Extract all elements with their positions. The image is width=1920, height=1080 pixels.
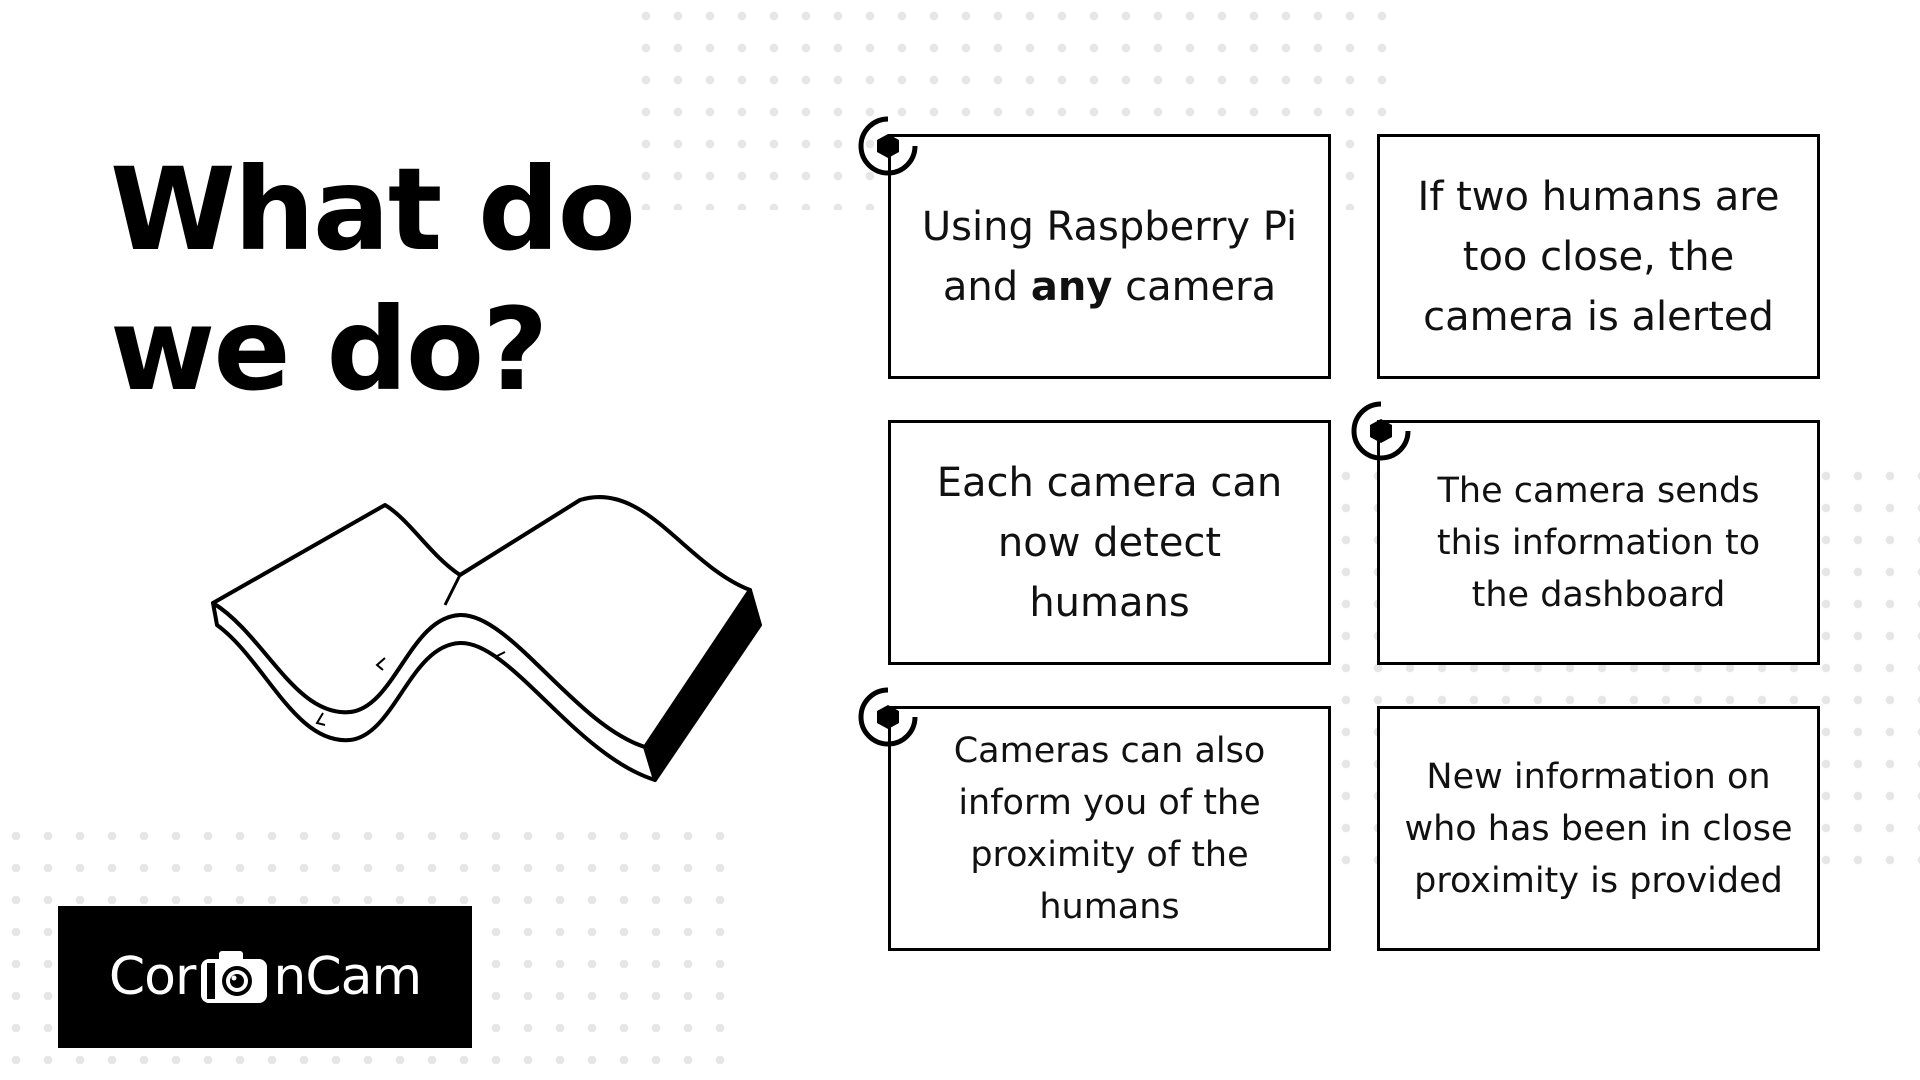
card-6-text: New information on who has been in close…	[1404, 756, 1793, 901]
target-marker-icon	[1351, 401, 1411, 461]
logo-text-end: nCam	[273, 947, 422, 1007]
card-humans-too-close: If two humans are too close, the camera …	[1377, 134, 1820, 379]
camera-icon	[201, 951, 268, 1003]
card-1-text-bold: any	[1030, 263, 1113, 310]
card-1-text: Using Raspberry Pi and any camera	[915, 197, 1304, 317]
card-1-text-end: camera	[1112, 263, 1277, 310]
card-4-text: The camera sends this information to the…	[1436, 470, 1761, 615]
card-dashboard: The camera sends this information to the…	[1377, 420, 1820, 665]
target-marker-icon	[858, 116, 918, 176]
card-2-text: If two humans are too close, the camera …	[1417, 173, 1780, 340]
card-1-text-start: Using Raspberry Pi and	[921, 203, 1298, 310]
target-marker-icon	[858, 687, 918, 747]
logo-text-start: Cor	[108, 947, 197, 1007]
card-raspberry-pi: Using Raspberry Pi and any camera	[888, 134, 1331, 379]
coroncam-logo: Cor nCam	[58, 906, 472, 1048]
card-proximity: Cameras can also inform you of the proxi…	[888, 706, 1331, 951]
card-5-text: Cameras can also inform you of the proxi…	[953, 730, 1266, 927]
page-title-line-1: What do	[110, 143, 636, 276]
page-title-line-2: we do?	[110, 283, 548, 416]
card-new-information: New information on who has been in close…	[1377, 706, 1820, 951]
page-title: What do we do?	[110, 140, 710, 420]
card-detect-humans: Each camera can now detect humans	[888, 420, 1331, 665]
card-3-text: Each camera can now detect humans	[936, 459, 1283, 626]
wavy-book-icon	[211, 495, 762, 782]
